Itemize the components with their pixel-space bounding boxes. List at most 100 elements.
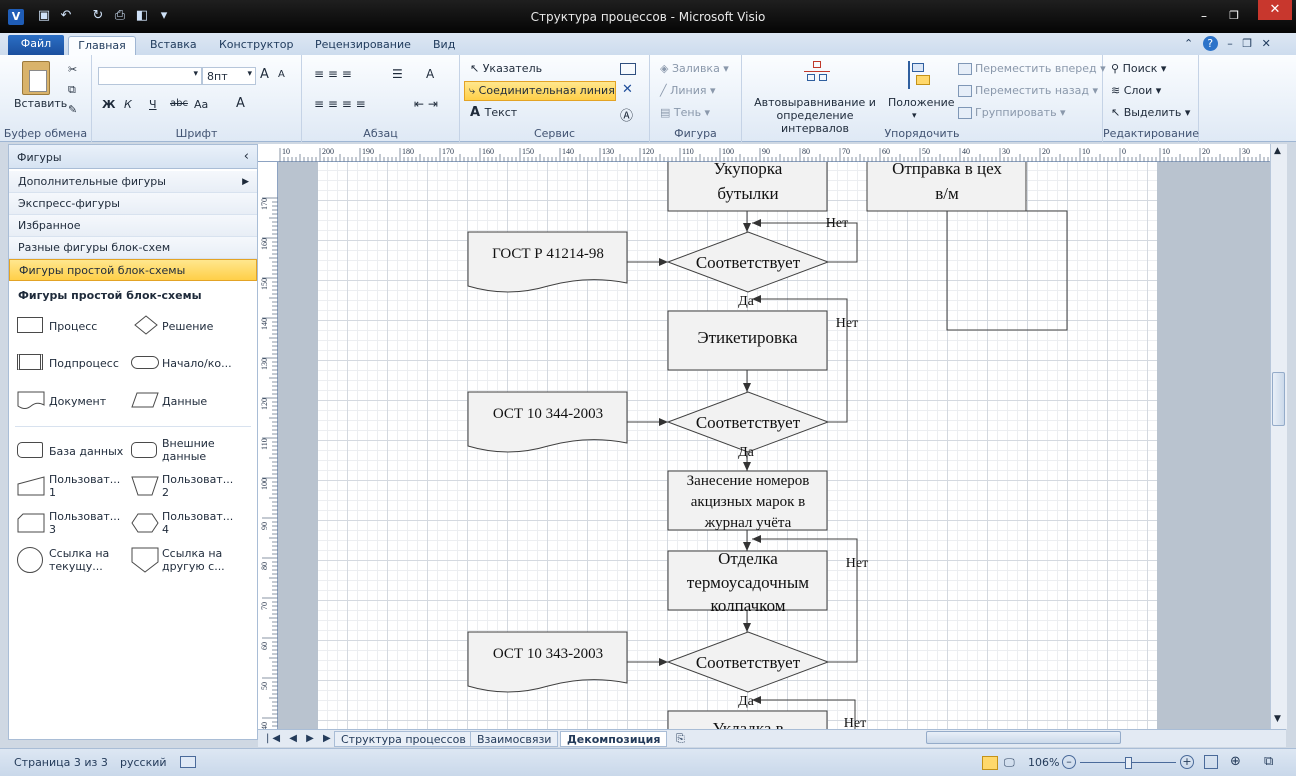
connector-no[interactable] bbox=[752, 696, 856, 729]
doc-restore-icon[interactable]: ❐ bbox=[1242, 37, 1253, 50]
text-direction-icon[interactable]: A bbox=[426, 67, 435, 81]
decision-shape-icon[interactable] bbox=[134, 315, 158, 335]
font-name-select[interactable]: ▾ bbox=[98, 67, 202, 85]
zoom-in-icon[interactable]: + bbox=[1180, 755, 1194, 769]
align-left-icon[interactable]: ≡ ≡ ≡ ≡ bbox=[314, 97, 366, 111]
maximize-icon[interactable]: ❐ bbox=[1229, 9, 1239, 22]
select-button[interactable]: ↖ Выделить ▾ bbox=[1111, 106, 1191, 119]
quick-shapes-item[interactable]: Экспресс-фигуры bbox=[9, 193, 257, 215]
stencil-terminator[interactable]: Начало/ко... bbox=[162, 357, 232, 370]
save-icon[interactable]: ▣ bbox=[37, 8, 51, 23]
bullets-icon[interactable]: ☰ bbox=[392, 67, 403, 81]
stencil-custom3[interactable]: Пользоват... 3 bbox=[49, 510, 121, 536]
insert-page-icon[interactable]: ⎘ bbox=[676, 732, 685, 745]
page-count[interactable]: Страница 3 из 3 bbox=[14, 756, 108, 769]
decision-2[interactable] bbox=[666, 391, 830, 453]
text-block-icon[interactable]: Ⓐ bbox=[620, 109, 634, 124]
document-gost[interactable] bbox=[467, 231, 628, 293]
zoom-out-icon[interactable]: – bbox=[1062, 755, 1076, 769]
scroll-down-icon[interactable]: ▼ bbox=[1274, 714, 1281, 724]
pan-zoom-icon[interactable]: ⊕ bbox=[1230, 754, 1241, 769]
cut-icon[interactable]: ✂ bbox=[68, 63, 78, 76]
paste-button[interactable]: Вставить bbox=[14, 97, 68, 110]
collapse-panel-icon[interactable]: ‹ bbox=[243, 149, 249, 164]
copy-icon[interactable]: ⧉ bbox=[68, 83, 76, 96]
fill-button[interactable]: ◈ Заливка ▾ bbox=[660, 62, 729, 75]
line-button[interactable]: ╱ Линия ▾ bbox=[660, 84, 716, 97]
stencil-database[interactable]: База данных bbox=[49, 445, 124, 458]
connector-no[interactable] bbox=[752, 295, 848, 377]
macro-record-icon[interactable] bbox=[180, 756, 196, 768]
vertical-scroll-thumb[interactable] bbox=[1272, 372, 1285, 426]
connection-point-icon[interactable]: ✕ bbox=[622, 82, 633, 97]
switch-windows-icon[interactable]: ⧉ bbox=[1264, 754, 1274, 769]
page-nav-icons[interactable]: |◀ ◀ ▶ ▶| bbox=[266, 733, 341, 744]
pointer-tool-button[interactable]: ↖ Указатель bbox=[470, 62, 542, 75]
custom2-shape-icon[interactable] bbox=[131, 476, 159, 496]
tab-design[interactable]: Конструктор bbox=[219, 38, 294, 51]
process-labeling[interactable] bbox=[667, 310, 828, 371]
process-shrink-cap[interactable] bbox=[667, 550, 828, 611]
vertical-scrollbar[interactable]: ▲ ▼ bbox=[1270, 144, 1287, 729]
position-dropdown-icon[interactable]: ▾ bbox=[912, 111, 917, 121]
database-shape-icon[interactable] bbox=[17, 442, 43, 458]
send-backward-button[interactable]: Переместить назад ▾ bbox=[958, 84, 1098, 97]
undo-icon[interactable]: ↶ bbox=[60, 8, 72, 23]
italic-button[interactable]: К bbox=[124, 98, 132, 111]
find-button[interactable]: ⚲ Поиск ▾ bbox=[1111, 62, 1167, 75]
process-capping[interactable] bbox=[667, 162, 828, 212]
rectangle-tool-icon[interactable] bbox=[620, 63, 636, 75]
onpage-ref-shape-icon[interactable] bbox=[17, 547, 43, 573]
autoalign-icon[interactable] bbox=[804, 61, 830, 87]
connector-no[interactable] bbox=[752, 535, 858, 663]
align-top-icon[interactable]: ≡ ≡ ≡ bbox=[314, 67, 352, 81]
more-shapes-item[interactable]: Дополнительные фигуры▶ bbox=[9, 171, 257, 193]
page-tab-relations[interactable]: Взаимосвязи bbox=[470, 731, 559, 747]
collapse-ribbon-icon[interactable]: ⌃ bbox=[1184, 37, 1194, 50]
shadow-button[interactable]: ▤ Тень ▾ bbox=[660, 106, 711, 119]
drawing-page[interactable]: Укупорка бутылки Отправка в цех в/м Соот… bbox=[318, 162, 1157, 729]
process-packing[interactable] bbox=[667, 710, 828, 729]
scroll-up-icon[interactable]: ▲ bbox=[1274, 146, 1281, 156]
fit-page-icon[interactable] bbox=[1204, 755, 1218, 769]
position-button[interactable]: Положение bbox=[888, 96, 955, 109]
text-tool-button[interactable]: A Текст bbox=[470, 105, 517, 120]
tab-review[interactable]: Рецензирование bbox=[315, 38, 411, 51]
stencil-onpage-ref[interactable]: Ссылка на текущу... bbox=[49, 547, 110, 573]
customize-toolbar-icon[interactable]: ▾ bbox=[160, 8, 168, 23]
basic-flowchart-item[interactable]: Фигуры простой блок-схемы bbox=[9, 259, 257, 281]
decision-3[interactable] bbox=[666, 631, 830, 693]
custom3-shape-icon[interactable] bbox=[17, 513, 45, 533]
document-ost-344[interactable] bbox=[467, 391, 628, 453]
redo-icon[interactable]: ↻ bbox=[92, 8, 104, 23]
doc-close-icon[interactable]: ✕ bbox=[1261, 37, 1271, 50]
tab-view[interactable]: Вид bbox=[433, 38, 456, 51]
process-excise-journal[interactable] bbox=[667, 470, 828, 531]
stencil-external-data[interactable]: Внешние данные bbox=[162, 437, 215, 463]
presentation-mode-icon[interactable]: 🖵 bbox=[1004, 756, 1015, 769]
document-ost-343[interactable] bbox=[467, 631, 628, 693]
page-width-view-icon[interactable] bbox=[982, 756, 998, 770]
position-icon[interactable] bbox=[908, 61, 934, 91]
shrink-font-button[interactable]: A bbox=[278, 69, 285, 80]
stencil-custom1[interactable]: Пользоват... 1 bbox=[49, 473, 121, 499]
document-shape-icon[interactable] bbox=[17, 391, 45, 411]
minimize-icon[interactable]: – bbox=[1201, 9, 1207, 23]
print-preview-icon[interactable]: ◧ bbox=[135, 8, 149, 23]
terminator-shape-icon[interactable] bbox=[131, 356, 159, 369]
stencil-offpage-ref[interactable]: Ссылка на другую с... bbox=[162, 547, 225, 573]
bold-button[interactable]: Ж bbox=[102, 98, 116, 111]
language[interactable]: русский bbox=[120, 756, 167, 769]
custom1-shape-icon[interactable] bbox=[17, 476, 45, 496]
tab-home[interactable]: Главная bbox=[68, 36, 136, 55]
underline-button[interactable]: Ч bbox=[149, 98, 157, 111]
doc-minimize-icon[interactable]: – bbox=[1227, 37, 1233, 50]
print-icon[interactable]: ⎙ bbox=[114, 8, 126, 23]
page-tab-structure[interactable]: Структура процессов bbox=[334, 731, 473, 747]
grow-font-button[interactable]: A bbox=[260, 67, 269, 82]
bring-forward-button[interactable]: Переместить вперед ▾ bbox=[958, 62, 1106, 75]
layers-button[interactable]: ≋ Слои ▾ bbox=[1111, 84, 1162, 97]
subprocess-shape-icon[interactable] bbox=[17, 354, 43, 370]
zoom-level[interactable]: 106% bbox=[1028, 756, 1060, 769]
format-painter-icon[interactable]: ✎ bbox=[68, 103, 78, 116]
